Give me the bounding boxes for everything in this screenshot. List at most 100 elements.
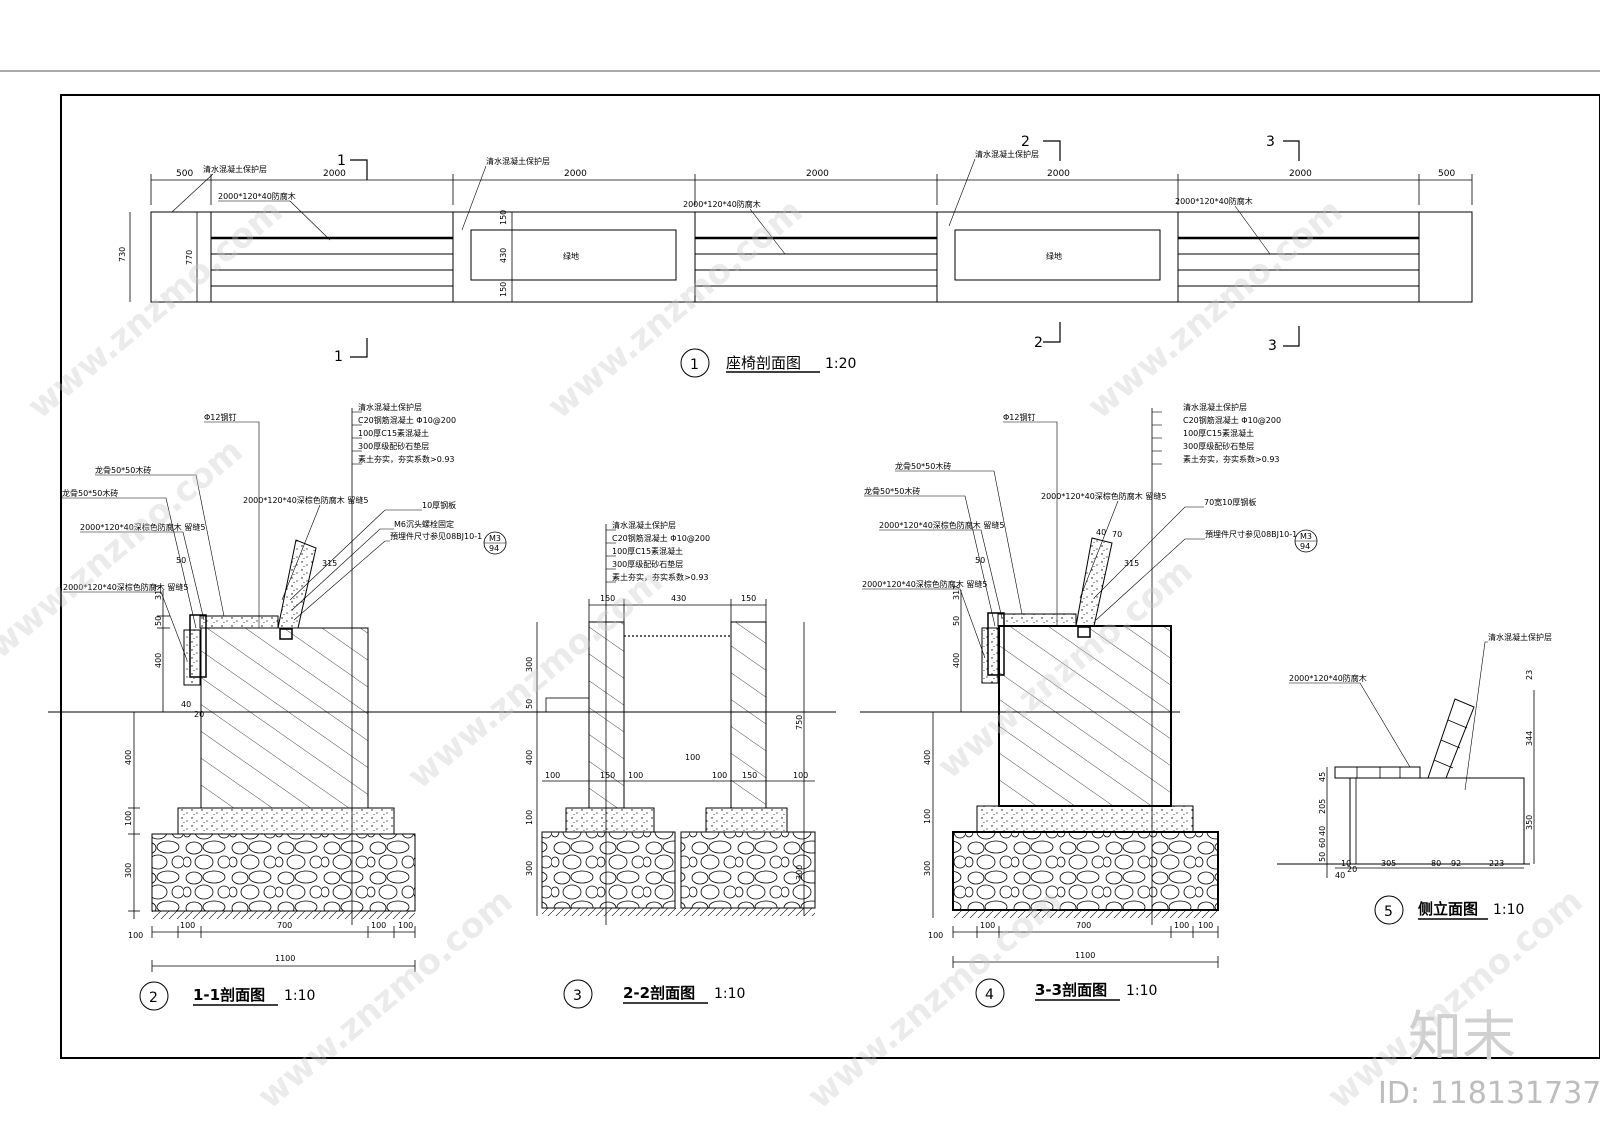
s2-dim-top-1: 150 (600, 594, 615, 603)
plan-dim-7: 500 (1438, 169, 1455, 179)
watermark-text: www.znzmo.com (400, 561, 670, 797)
plan-dim-5: 2000 (1047, 169, 1070, 179)
s2-dim-50: 50 (525, 699, 534, 709)
s2-bot-1: 100 (545, 771, 560, 780)
side-dim-344: 344 (1525, 731, 1534, 746)
plan-dim-2: 2000 (323, 169, 346, 179)
s1-title-number: 2 (149, 990, 158, 1006)
side-bot-223: 223 (1489, 859, 1504, 868)
s1-total: 1100 (275, 954, 295, 963)
plan-scale: 1:20 (825, 356, 856, 372)
plan-dim-1: 500 (176, 169, 193, 179)
s2-layer-5: 素土夯实，夯实系数>0.93 (612, 572, 709, 582)
s1-layer-1: 清水混凝土保护层 (358, 402, 422, 412)
s1-title: 1-1剖面图 (193, 986, 265, 1004)
s3-layer-5: 素土夯实，夯实系数>0.93 (1183, 454, 1280, 464)
watermark-text: www.znzmo.com (800, 881, 1070, 1117)
s3-label-keel2: 龙骨50*50木砖 (864, 486, 920, 496)
s3-bot-100d: 100 (1198, 921, 1213, 930)
s1-bot-100b: 100 (180, 921, 195, 930)
s3-dim-small-315: 315 (1124, 559, 1139, 568)
s3-bot-100a: 100 (928, 931, 943, 940)
plan-label-protect-c: 清水混凝土保护层 (975, 149, 1039, 159)
plan-label-wood-c: 2000*120*40防腐木 (1175, 196, 1253, 206)
s2-bot-6: 100 (793, 771, 808, 780)
s2-dim-100: 100 (525, 810, 534, 825)
plan-cut-1-top: 1 (337, 153, 346, 169)
s1-label-anchor: M6沉头螺栓固定 (394, 519, 454, 529)
side-bot-92: 92 (1451, 859, 1461, 868)
s1-bot-700: 700 (277, 921, 292, 930)
side-dim-350: 350 (1525, 815, 1534, 830)
side-bot-305: 305 (1381, 859, 1396, 868)
plan-dim-6: 2000 (1289, 169, 1312, 179)
s1-bot-100a: 100 (128, 931, 143, 940)
side-title: 侧立面图 (1418, 900, 1478, 918)
section-1-1: 317 50 400 400 100 300 50 315 40 20 100 … (48, 402, 507, 1011)
plan-cut-3-bottom: 3 (1268, 338, 1277, 354)
s1-bot-100c: 100 (371, 921, 386, 930)
s1-dim-400b: 400 (124, 750, 133, 765)
s3-label-keel1: 龙骨50*50木砖 (895, 461, 951, 471)
plan-cut-2-bottom: 2 (1034, 335, 1043, 351)
s2-dim-300-right: 300 (795, 865, 804, 880)
s3-scale: 1:10 (1126, 983, 1157, 999)
s3-dim-50: 50 (952, 616, 961, 626)
s3-bot-100c: 100 (1174, 921, 1189, 930)
s2-dim-top-2: 430 (671, 594, 686, 603)
s3-label-wood-low: 2000*120*40深棕色防腐木 留缝5 (862, 579, 987, 589)
s1-dim-100: 100 (124, 811, 133, 826)
s3-ref-b: 94 (1300, 542, 1310, 551)
s3-label-wood-top: 2000*120*40深棕色防腐木 留缝5 (1041, 491, 1166, 501)
s2-layer-1: 清水混凝土保护层 (612, 520, 676, 530)
plan-green-b: 绿地 (1046, 251, 1062, 261)
s1-scale: 1:10 (284, 988, 315, 1004)
side-elevation: 45 205 50 60 40 23 344 350 40 10 20 305 … (1277, 632, 1552, 925)
s3-title: 3-3剖面图 (1035, 981, 1107, 999)
plan-label-wood-a: 2000*120*40防腐木 (218, 191, 296, 201)
s3-dim-300: 300 (923, 861, 932, 876)
s1-dim-50: 50 (154, 616, 163, 626)
s2-layer-3: 100厚C15素混凝土 (612, 546, 683, 556)
s1-bot-100d: 100 (398, 921, 413, 930)
side-dim-45: 45 (1318, 772, 1327, 782)
s2-dim-750: 750 (795, 715, 804, 730)
s3-label-ref: 預埋件尺寸参见08BJ10-1 (1205, 529, 1297, 539)
side-bot-80: 80 (1431, 859, 1441, 868)
s3-title-number: 4 (985, 987, 994, 1003)
s1-dim-small-50: 50 (176, 556, 186, 565)
s3-total: 1100 (1075, 951, 1095, 960)
plan-label-protect-a: 清水混凝土保护层 (203, 164, 267, 174)
s3-layer-2: C20钢筋混凝土 Φ10@200 (1183, 415, 1281, 425)
s1-label-keel2: 龙骨50*50木砖 (62, 488, 118, 498)
s1-ref-b: 94 (489, 544, 499, 553)
plan-green-a: 绿地 (563, 251, 579, 261)
s2-bot-5: 150 (742, 771, 757, 780)
section-2-2: 清水混凝土保护层 C20钢筋混凝土 Φ10@200 100厚C15素混凝土 30… (500, 520, 836, 1009)
side-label-protect: 清水混凝土保护层 (1488, 632, 1552, 642)
plan-cut-2-top: 2 (1021, 134, 1030, 150)
plan-dim-left-1: 730 (118, 247, 127, 262)
s2-dim-top-3: 150 (741, 594, 756, 603)
s1-layer-5: 素土夯实，夯实系数>0.93 (358, 454, 455, 464)
plan-view: 500 2000 2000 2000 2000 2000 500 绿地 绿地 7… (118, 134, 1473, 378)
side-dim-60: 60 (1318, 838, 1327, 848)
side-bot-10: 10 (1341, 859, 1351, 868)
plan-cut-1-bottom: 1 (334, 349, 343, 365)
s2-title: 2-2剖面图 (623, 984, 695, 1002)
s1-label-wood-mid: 2000*120*40深棕色防腐木 留缝5 (80, 522, 205, 532)
s1-layer-2: C20钢筋混凝土 Φ10@200 (358, 415, 456, 425)
s1-dim-small-20: 20 (194, 710, 204, 719)
s3-dim-b: 70 (1112, 530, 1122, 539)
s3-ref-a: M3 (1300, 532, 1312, 541)
s3-dim-a: 40 (1096, 528, 1106, 537)
s3-bot-100b: 100 (980, 921, 995, 930)
s3-label-plate: 70宽10厚钢板 (1204, 497, 1256, 507)
s2-dim-300a: 300 (525, 657, 534, 672)
image-id: ID: 1181317379 (1378, 1076, 1600, 1111)
s3-dim-400a: 400 (952, 653, 961, 668)
plan-label-wood-b: 2000*120*40防腐木 (683, 199, 761, 209)
drawing-frame (60, 94, 1600, 1059)
s1-label-wood-top: 2000*120*40深棕色防腐木 留缝5 (243, 495, 368, 505)
